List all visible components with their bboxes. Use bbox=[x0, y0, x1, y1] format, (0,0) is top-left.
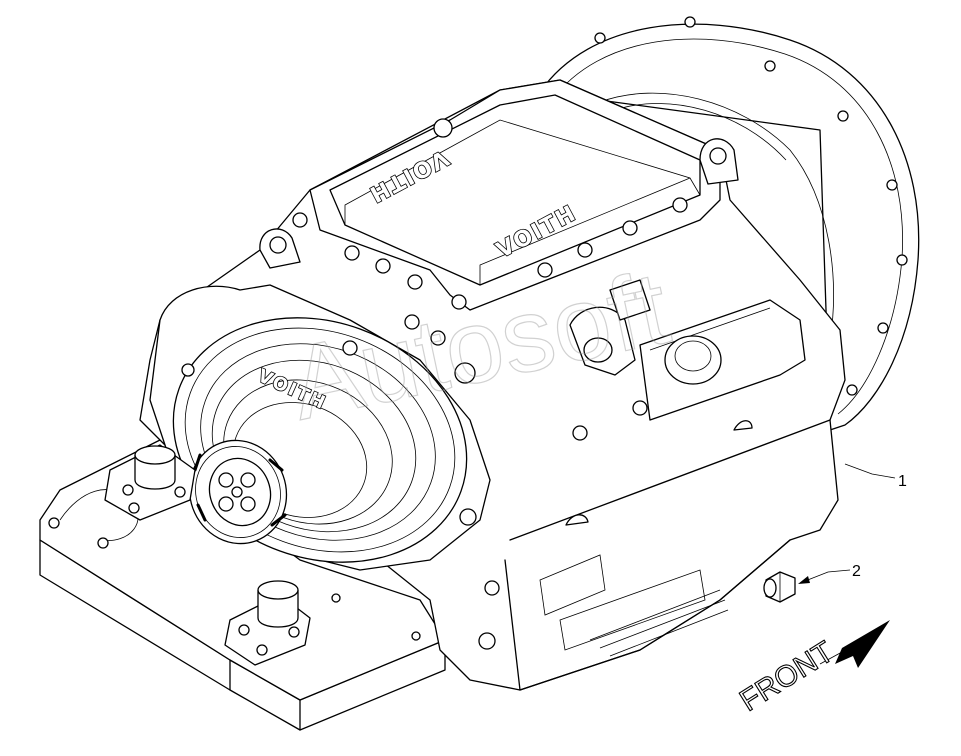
callout-2: 2 bbox=[798, 563, 861, 584]
callout-number-2: 2 bbox=[852, 563, 861, 580]
base-mount-right bbox=[224, 580, 311, 666]
front-label: FRONT bbox=[734, 635, 839, 718]
output-hub bbox=[188, 439, 288, 545]
front-arrow-icon bbox=[835, 620, 890, 668]
callout-1: 1 bbox=[844, 463, 907, 490]
cover-bolts bbox=[292, 118, 688, 346]
part-2-plug bbox=[763, 571, 796, 603]
front-direction-indicator: FRONT bbox=[734, 620, 890, 718]
callout-number-1: 1 bbox=[898, 473, 907, 490]
base-mount-left bbox=[104, 444, 196, 521]
valve-body-cover: VOITH VOITH bbox=[259, 79, 739, 346]
front-cover: VOITH bbox=[149, 284, 491, 571]
bell-housing-flange bbox=[539, 16, 920, 431]
lifting-eyes bbox=[259, 138, 739, 269]
right-side-components bbox=[454, 279, 806, 441]
